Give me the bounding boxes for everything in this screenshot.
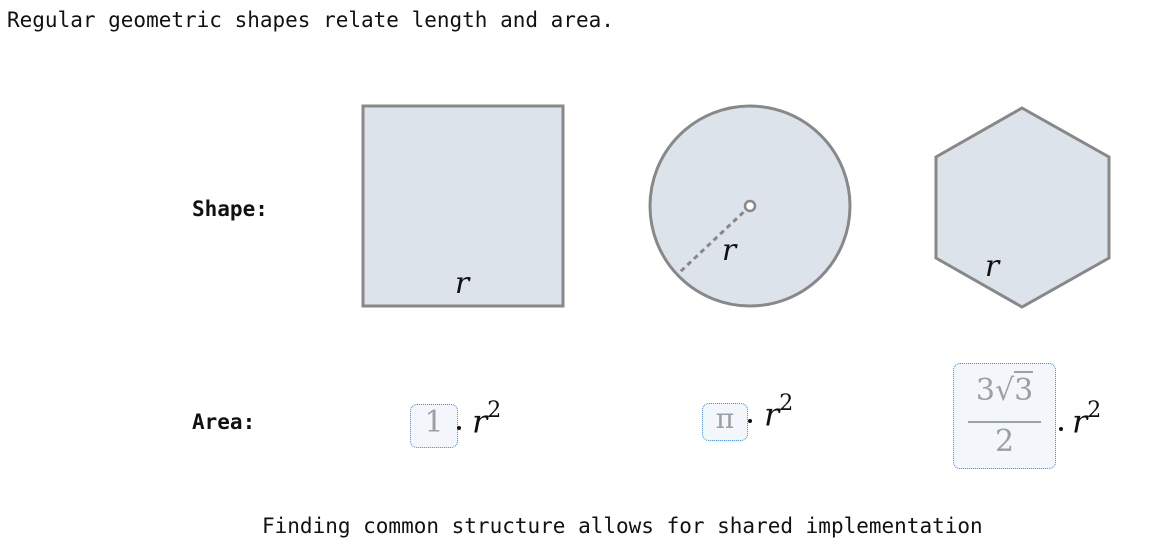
circle-radius-line [678,204,752,274]
shape-row-label: Shape: [192,197,268,221]
square-coefficient: 1 [424,405,444,440]
square-shape [361,104,565,308]
circle-center-point [743,199,757,213]
hexagon-coefficient-denominator: 2 [994,424,1015,459]
hexagon-coefficient-lead: 3 [975,373,995,408]
circle-length-label: r [722,233,738,268]
circle-area-term: r2 [764,391,793,434]
page-heading: Regular geometric shapes relate length a… [7,8,614,32]
square-area-variable: r [472,402,488,441]
hexagon-length-label: r [985,249,1001,284]
circle-coefficient-box [702,403,748,441]
footer-caption: Finding common structure allows for shar… [262,514,983,538]
hexagon-area-variable: r [1072,402,1088,441]
circle-multiply-dot [748,419,752,423]
square-multiply-dot [457,426,461,430]
hexagon-coefficient-numerator: 3√3 [953,371,1056,413]
square-length-label: r [455,266,471,301]
hexagon-coefficient-box [953,363,1056,469]
hexagon-area-exponent: 2 [1087,398,1102,423]
hexagon-area-term: r2 [1072,398,1101,441]
square-area-term: r2 [472,398,501,441]
sqrt-symbol: √ [994,373,1015,408]
circle-area-exponent: 2 [779,391,794,416]
square-area-exponent: 2 [487,398,502,423]
hexagon-fraction-bar [968,421,1041,423]
area-row-label: Area: [192,410,256,434]
circle-area-variable: r [764,395,780,434]
hexagon-coefficient-sqrt-arg: 3 [1014,371,1034,408]
hexagon-multiply-dot [1059,427,1063,431]
circle-coefficient: π [715,402,735,435]
hexagon-shape [934,106,1111,309]
